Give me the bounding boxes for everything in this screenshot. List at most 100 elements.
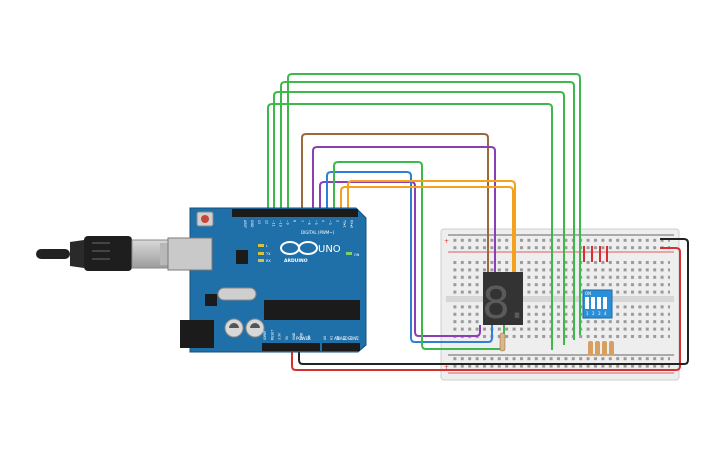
analog-pin-label-4: A4 — [349, 336, 353, 340]
wire-purple-2[interactable] — [319, 181, 481, 337]
digital-pin-label-3: 12 — [264, 220, 268, 224]
resistor-1 — [588, 341, 593, 356]
usb-cable[interactable] — [36, 236, 169, 271]
wire-green-2[interactable] — [273, 91, 565, 345]
wire-black-ground[interactable] — [298, 238, 689, 365]
power-pin-label-4: GND — [292, 332, 296, 340]
wire-orange-2[interactable] — [347, 180, 516, 272]
usb-grip-3 — [92, 258, 110, 260]
digital-pin-label-15: RX◂0 — [350, 220, 354, 228]
resistor-2 — [595, 341, 600, 356]
led-tx — [258, 252, 264, 255]
analog-pin-label-3: A3 — [343, 336, 347, 340]
digital-pin-label-6: ~9 — [286, 220, 290, 225]
digital-pin-label-7: 8 — [293, 220, 297, 222]
dip-toggle-2[interactable] — [591, 297, 595, 309]
analog-pin-label-0: A0 — [323, 336, 327, 340]
rail-plus-mark-bottom: + — [444, 364, 449, 371]
power-pin-label-6: Vin — [307, 335, 311, 340]
digital-pin-label-12: ~3 — [328, 220, 332, 225]
wire-green-3[interactable] — [280, 81, 575, 340]
dip-toggle-3[interactable] — [597, 297, 601, 309]
power-jack — [180, 320, 214, 348]
atmega-chip — [264, 300, 360, 320]
seven-segment-display[interactable]: 8. — [482, 272, 524, 329]
dip-number-1: 1 — [586, 311, 589, 316]
usb-chip — [236, 250, 248, 264]
dip-on-label: ON — [585, 291, 591, 296]
analog-pin-label-5: A5 — [356, 336, 360, 340]
analog-label: ANALOG IN — [334, 336, 356, 341]
board-model-label: UNO — [318, 244, 341, 255]
power-header — [262, 343, 320, 351]
breadboard[interactable]: + + — [440, 228, 680, 381]
rail-plus-mark: + — [444, 238, 449, 245]
l-label: L — [266, 244, 268, 248]
power-pin-label-5: GND — [300, 332, 304, 340]
digital-pin-label-14: TX▸1 — [342, 219, 346, 228]
board-brand-label: ARDUINO — [284, 258, 308, 264]
usb-cable-cord — [36, 249, 70, 259]
usb-strain-relief — [70, 240, 84, 268]
dip-number-3: 3 — [598, 311, 601, 316]
wire-blue[interactable] — [326, 171, 493, 343]
digital-header-label: DIGITAL (PWM~) — [301, 230, 335, 235]
wire-red-power[interactable] — [291, 247, 681, 371]
dip-toggle-4[interactable] — [603, 297, 607, 309]
wire-brown[interactable] — [301, 133, 489, 272]
dip-number-2: 2 — [592, 311, 595, 316]
wire-orange-1[interactable] — [340, 186, 514, 272]
analog-pin-label-2: A2 — [336, 336, 340, 340]
capacitor-2-top — [250, 323, 260, 328]
power-pin-label-2: 3.3V — [278, 332, 282, 340]
usb-grip-1 — [92, 242, 110, 244]
digital-pin-label-8: 7 — [300, 220, 304, 222]
digital-pin-label-0: AREF — [243, 220, 247, 228]
power-label: POWER — [296, 336, 311, 341]
power-pin-label-0: IOREF — [263, 330, 267, 340]
usb-plug-body — [84, 236, 132, 271]
reset-button-cap — [201, 215, 209, 223]
logo-right-loop — [298, 241, 318, 255]
digital-pin-label-2: 13 — [257, 220, 261, 224]
led-l — [258, 244, 264, 247]
resistor-3 — [602, 341, 607, 356]
digital-pin-label-4: ~11 — [271, 220, 275, 227]
digital-pin-label-10: ~5 — [314, 220, 318, 225]
digital-pin-label-9: ~6 — [307, 220, 311, 225]
analog-pin-label-1: A1 — [330, 336, 334, 340]
dip-number-4: 4 — [604, 311, 607, 316]
digital-pin-label-11: 4 — [321, 220, 325, 222]
usb-grip-2 — [92, 250, 110, 252]
on-label: ON — [354, 253, 360, 257]
wire-green-4[interactable] — [287, 73, 581, 335]
dip-toggle-1[interactable] — [585, 297, 589, 309]
display-digit: 8. — [482, 278, 524, 329]
arduino-logo — [280, 241, 318, 255]
digital-pin-label-13: 2 — [335, 220, 339, 222]
rx-label: RX — [266, 259, 271, 263]
wires — [267, 73, 689, 371]
resistors — [499, 332, 614, 356]
digital-pin-label-1: GND — [250, 220, 254, 228]
crystal — [217, 287, 257, 301]
wire-purple-1[interactable] — [312, 146, 496, 272]
arduino-uno-board[interactable]: UNO ARDUINO DIGITAL (PWM~) POWER ANALOG … — [167, 207, 367, 353]
led-on — [346, 252, 352, 255]
capacitor-1-top — [229, 323, 239, 328]
wire-green-1[interactable] — [267, 103, 553, 350]
rail-top-holes — [452, 237, 670, 250]
digital-header — [232, 209, 358, 217]
digital-pin-label-5: ~10 — [279, 220, 283, 227]
power-pin-label-3: 5V — [285, 335, 289, 340]
resistor-display — [499, 332, 506, 352]
analog-header — [322, 343, 360, 351]
arduino-pcb — [189, 207, 367, 353]
display-body — [483, 272, 523, 325]
